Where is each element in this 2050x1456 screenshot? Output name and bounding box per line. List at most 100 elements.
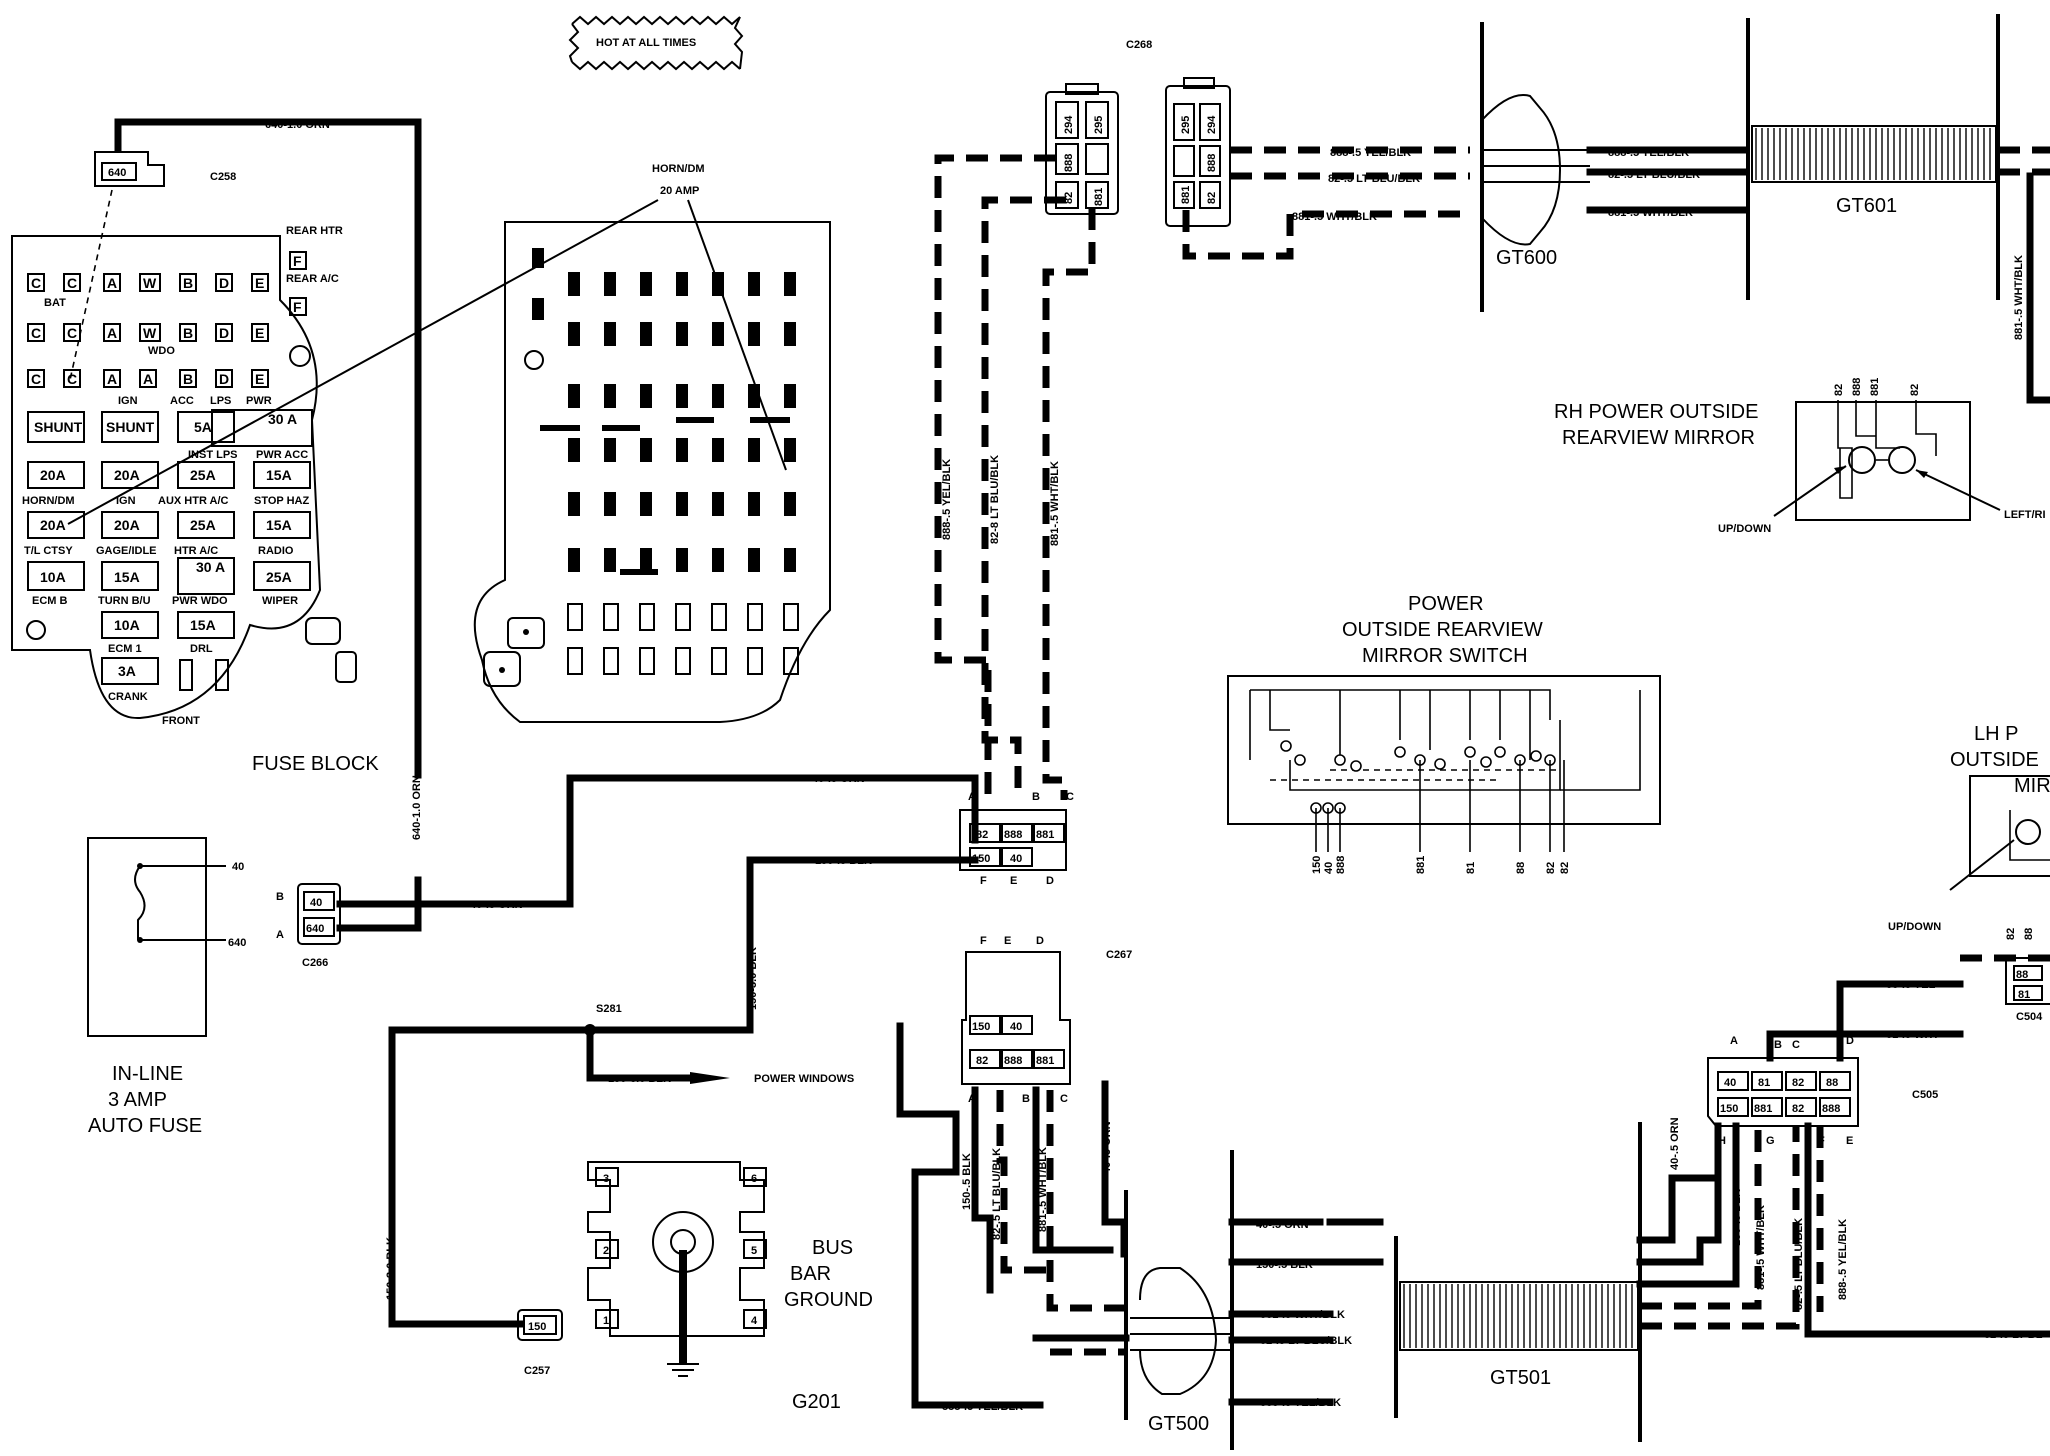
svg-text:30 A: 30 A: [268, 411, 297, 427]
hot-banner-text: HOT AT ALL TIMES: [596, 37, 696, 49]
rear-fuse-slot: [711, 647, 727, 675]
switch-contact: [1334, 754, 1346, 766]
rear-fuse-terminal: [676, 492, 688, 516]
svg-text:88: 88: [2023, 928, 2035, 940]
svg-text:82-.5 LT BLU/BLK: 82-.5 LT BLU/BLK: [1260, 1335, 1352, 1347]
svg-text:REARVIEW MIRROR: REARVIEW MIRROR: [1562, 427, 1755, 449]
svg-text:30 A: 30 A: [196, 559, 225, 575]
svg-text:GT600: GT600: [1496, 247, 1557, 269]
svg-text:GROUND: GROUND: [784, 1289, 873, 1311]
rear-fuse-terminal: [604, 384, 616, 408]
svg-text:150: 150: [528, 1321, 546, 1333]
rear-fuse-terminal: [712, 548, 724, 572]
connector-c258: 640-1.0 ORN 640-1.0 ORN 640 C258: [69, 118, 423, 840]
svg-text:881-.5 WHT/BLK: 881-.5 WHT/BLK: [1755, 1205, 1767, 1290]
svg-text:C: C: [67, 371, 77, 387]
c258-label: C258: [210, 171, 236, 183]
svg-text:RH POWER OUTSIDE: RH POWER OUTSIDE: [1554, 401, 1758, 423]
wire-150: 150-.5 BLK 150-3.0 BLK S281 150-3.0 BLK …: [385, 855, 979, 1328]
svg-text:B: B: [276, 891, 284, 903]
svg-text:888: 888: [1822, 1103, 1840, 1115]
svg-text:3 AMP: 3 AMP: [108, 1089, 167, 1111]
rear-fuse-terminal: [676, 384, 688, 408]
svg-text:640: 640: [306, 923, 324, 935]
svg-text:82: 82: [1206, 192, 1218, 204]
svg-text:881-.5 WHT/BLK: 881-.5 WHT/BLK: [1260, 1309, 1345, 1321]
svg-text:888: 888: [1004, 829, 1022, 841]
svg-text:888-.5 YEL/BLK: 888-.5 YEL/BLK: [1837, 1219, 1849, 1300]
svg-text:150: 150: [972, 853, 990, 865]
svg-text:40: 40: [310, 897, 322, 909]
svg-text:BAR: BAR: [790, 1263, 831, 1285]
svg-text:A: A: [143, 371, 153, 387]
svg-text:GAGE/IDLE: GAGE/IDLE: [96, 545, 157, 557]
svg-text:150: 150: [1311, 856, 1323, 874]
svg-text:C: C: [31, 325, 41, 341]
svg-text:C: C: [1792, 1039, 1800, 1051]
svg-text:IGN: IGN: [118, 395, 138, 407]
rear-fuse-terminal: [676, 548, 688, 572]
svg-text:15A: 15A: [190, 617, 216, 633]
svg-text:295: 295: [1180, 116, 1192, 134]
svg-text:25A: 25A: [266, 569, 292, 585]
svg-text:E: E: [255, 275, 264, 291]
svg-text:88: 88: [2016, 969, 2028, 981]
horn-callout: HORN/DM 20 AMP: [67, 163, 787, 525]
svg-text:88-.5 YEL: 88-.5 YEL: [1886, 979, 1936, 991]
svg-text:B: B: [183, 371, 193, 387]
svg-text:888: 888: [1206, 154, 1218, 172]
svg-text:C266: C266: [302, 957, 328, 969]
svg-text:88: 88: [1515, 862, 1527, 874]
rear-fuse-terminal: [712, 384, 724, 408]
svg-text:15A: 15A: [266, 517, 292, 533]
inline-fuse: 40 640 IN-LINE 3 AMP AUTO FUSE: [87, 837, 246, 1137]
rear-fuse-terminal: [748, 438, 760, 462]
svg-text:B: B: [1022, 1093, 1030, 1105]
svg-text:888: 888: [1335, 856, 1347, 874]
harness-gt601: GT601 881-.5 WHT/BLK: [1746, 14, 2050, 404]
connector-c505: A B C D C505 40 81 82 88 150 881 82 888 …: [1707, 954, 2050, 1147]
svg-text:AUX HTR A/C: AUX HTR A/C: [158, 495, 229, 507]
svg-text:F: F: [980, 875, 987, 887]
svg-text:881: 881: [1093, 188, 1105, 206]
svg-text:E: E: [1010, 875, 1017, 887]
rear-fuse-terminal: [676, 272, 688, 296]
svg-text:C505: C505: [1912, 1089, 1938, 1101]
svg-text:IN-LINE: IN-LINE: [112, 1063, 183, 1085]
rear-fuse-terminal: [676, 322, 688, 346]
svg-text:REAR A/C: REAR A/C: [286, 273, 339, 285]
svg-text:6: 6: [751, 1173, 757, 1185]
rear-fuse-terminal: [604, 492, 616, 516]
rear-fuse-terminal: [640, 384, 652, 408]
svg-text:888-.5 YEL/BLK: 888-.5 YEL/BLK: [941, 459, 953, 540]
svg-text:150: 150: [972, 1021, 990, 1033]
svg-text:2: 2: [603, 1245, 609, 1257]
connector-c257: 150 C257: [517, 1309, 563, 1377]
svg-text:81: 81: [2018, 989, 2030, 1001]
svg-text:888-.5 YEL/BLK: 888-.5 YEL/BLK: [1330, 147, 1411, 159]
svg-text:LPS: LPS: [210, 395, 231, 407]
svg-text:BAT: BAT: [44, 297, 66, 309]
svg-text:150-3.0 BLK: 150-3.0 BLK: [385, 1237, 397, 1300]
svg-text:5A: 5A: [194, 419, 212, 435]
rear-fuse-slot: [603, 603, 619, 631]
svg-text:F: F: [1818, 1135, 1825, 1147]
switch-contact: [1294, 754, 1306, 766]
svg-text:S281: S281: [596, 1003, 622, 1015]
svg-text:25A: 25A: [190, 517, 216, 533]
svg-text:881: 881: [1415, 856, 1427, 874]
svg-text:C: C: [67, 275, 77, 291]
svg-text:150-3.0 BLK: 150-3.0 BLK: [608, 1073, 671, 1085]
rear-fuse-terminal: [748, 548, 760, 572]
svg-text:C267: C267: [1106, 949, 1132, 961]
svg-text:5: 5: [751, 1245, 757, 1257]
hot-banner: HOT AT ALL TIMES: [568, 15, 744, 71]
svg-text:A: A: [968, 791, 976, 803]
svg-text:82: 82: [976, 1055, 988, 1067]
harness-gt600: GT600: [1480, 22, 1590, 312]
rear-fuse-terminal: [748, 384, 760, 408]
svg-text:40-.5 ORN: 40-.5 ORN: [1101, 1121, 1113, 1174]
svg-text:82-.5 LT BLU/BLK: 82-.5 LT BLU/BLK: [1793, 1218, 1805, 1310]
rear-fuse-terminal: [640, 272, 652, 296]
